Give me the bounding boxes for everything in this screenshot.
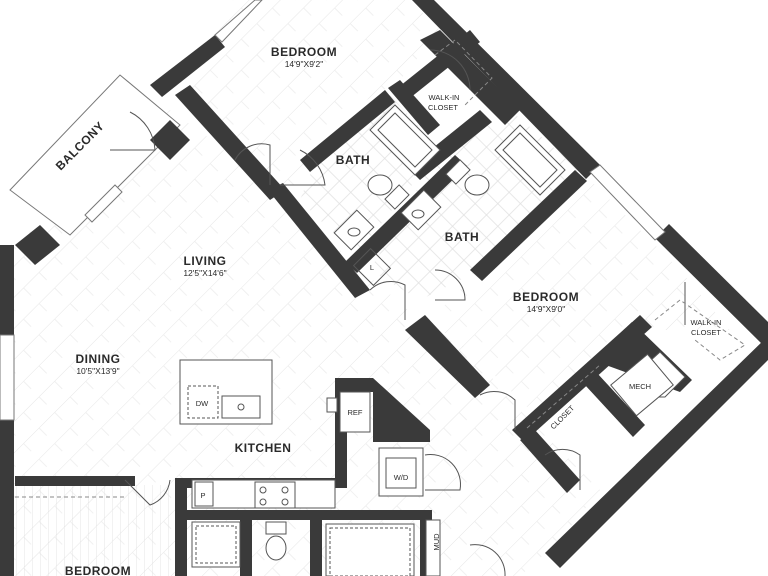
walkin-closet-top-line1: WALK-IN <box>429 93 460 102</box>
washer-dryer-label: W/D <box>394 473 409 482</box>
refrigerator-label: REF <box>348 408 363 417</box>
dining-dim: 10'5"X13'9" <box>76 366 119 376</box>
bedroom-bottom-name: BEDROOM <box>65 564 131 576</box>
bedroom-top-dim: 14'9"X9'2" <box>285 59 324 69</box>
floor-areas <box>0 0 730 576</box>
walkin-closet-right-line1: WALK-IN <box>691 318 722 327</box>
windows <box>0 0 666 421</box>
dishwasher-label: DW <box>196 399 209 408</box>
closet-rods <box>15 39 746 498</box>
living-dim: 12'5"X14'6" <box>183 268 226 278</box>
living-name: LIVING <box>183 254 226 268</box>
pantry-label: P <box>200 491 205 500</box>
walkin-closet-right-line2: CLOSET <box>691 328 721 337</box>
fixtures <box>179 104 686 576</box>
linen-label: L <box>370 263 374 272</box>
bedroom-right-dim: 14'9"X9'0" <box>527 304 566 314</box>
bedroom-right-name: BEDROOM <box>513 290 579 304</box>
kitchen-name: KITCHEN <box>235 441 292 455</box>
bath-left-name: BATH <box>336 153 370 167</box>
walkin-closet-top-line2: CLOSET <box>428 103 458 112</box>
bath-right-name: BATH <box>445 230 479 244</box>
fixture-labels: DW REF W/D P L MUD <box>196 263 441 551</box>
doors <box>110 49 686 576</box>
mech-name: MECH <box>629 382 651 391</box>
bedroom-top-name: BEDROOM <box>271 45 337 59</box>
mud-label: MUD <box>432 533 441 551</box>
dining-name: DINING <box>76 352 121 366</box>
